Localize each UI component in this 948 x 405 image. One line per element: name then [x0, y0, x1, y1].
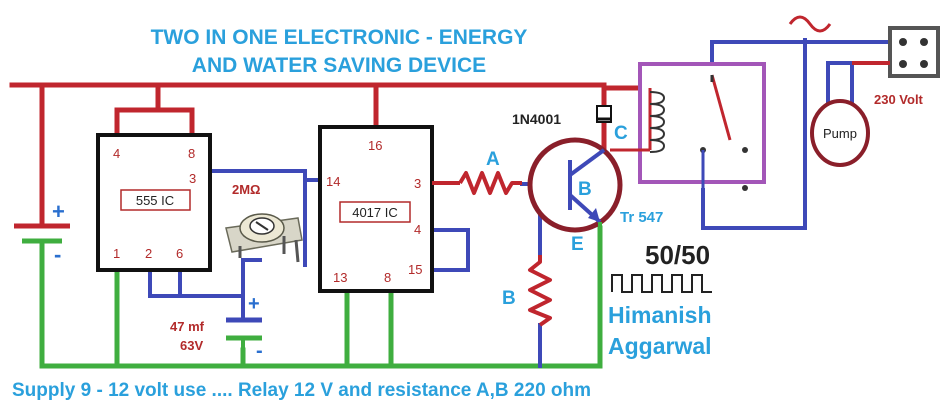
capacitor-value: 47 mf: [170, 319, 205, 334]
ic-4017-pin-16: 16: [368, 138, 382, 153]
author-line-2: Aggarwal: [608, 333, 712, 359]
signal-wires: [148, 38, 892, 368]
ic-4017-pin-14: 14: [326, 174, 340, 189]
ic-4017-pin-4: 4: [414, 222, 421, 237]
capacitor-plus: +: [248, 293, 260, 315]
potentiometer-label: 2MΩ: [232, 182, 260, 197]
pump: Pump: [810, 99, 870, 167]
relay: [610, 62, 766, 191]
ic-555-pin-4: 4: [113, 146, 120, 161]
ic-555-pin-2: 2: [145, 246, 152, 261]
ic-555-pin-1: 1: [113, 246, 120, 261]
positive-rail: [9, 82, 653, 228]
capacitor: + - 47 mf 63V: [170, 293, 263, 362]
ic-555-pin-3: 3: [189, 171, 196, 186]
battery-plus: +: [52, 199, 65, 224]
author-line-1: Himanish: [608, 302, 712, 328]
ic-555-pin-8: 8: [188, 146, 195, 161]
resistor-a: A: [432, 149, 522, 195]
ic-555-pin-6: 6: [176, 246, 183, 261]
ic-4017-pin-15: 15: [408, 262, 422, 277]
ic-4017-pin-3: 3: [414, 176, 421, 191]
title-line-1: TWO IN ONE ELECTRONIC - ENERGY: [151, 26, 528, 49]
resistor-a-label: A: [486, 149, 500, 170]
ic-555-name: 555 IC: [136, 193, 174, 208]
potentiometer: 2MΩ: [225, 182, 303, 263]
transistor-name: Tr 547: [620, 209, 663, 226]
pulse-label: 50/50: [645, 240, 710, 270]
diode-label: 1N4001: [512, 111, 561, 127]
ic-4017-pin-8: 8: [384, 270, 391, 285]
ic-4017-pin-13: 13: [333, 270, 347, 285]
transistor: C B E Tr 547: [527, 123, 663, 255]
pump-label: Pump: [823, 126, 857, 141]
mains-socket: 230 Volt: [788, 15, 940, 107]
footer-note: Supply 9 - 12 volt use .... Relay 12 V a…: [12, 380, 591, 401]
resistor-b: B: [502, 255, 552, 327]
transistor-base-label: B: [578, 179, 592, 200]
capacitor-voltage: 63V: [180, 338, 203, 353]
mains-label: 230 Volt: [874, 92, 924, 107]
diode: 1N4001: [512, 105, 612, 127]
transistor-emitter-label: E: [571, 234, 584, 255]
capacitor-minus: -: [256, 340, 263, 362]
ic-555: 555 IC 4 8 3 1 2 6: [96, 133, 212, 272]
pulse-wave: 50/50: [611, 240, 712, 293]
ic-4017-name: 4017 IC: [352, 205, 398, 220]
ic-4017: 4017 IC 16 14 3 4 15 13 8: [318, 125, 434, 293]
transistor-collector-label: C: [614, 123, 628, 144]
battery: + -: [14, 199, 70, 267]
resistor-b-label: B: [502, 288, 516, 309]
title-line-2: AND WATER SAVING DEVICE: [192, 54, 486, 77]
negative-rail: [39, 225, 603, 369]
battery-minus: -: [54, 242, 61, 267]
